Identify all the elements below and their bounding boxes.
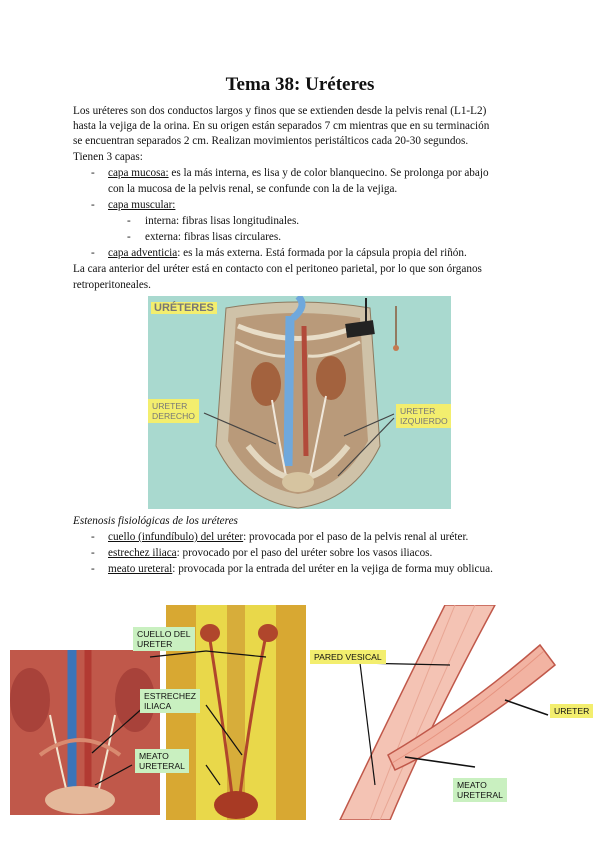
- relation-line-1: La cara anterior del uréter está en cont…: [73, 263, 482, 275]
- layer-mucosa-cont: con la mucosa de la pelvis renal, se con…: [108, 183, 398, 195]
- figure1-title: URÉTERES: [151, 302, 217, 314]
- abdomen-illustration: [203, 296, 399, 509]
- layer-adventicia-text: : es la más externa. Está formada por la…: [177, 247, 467, 259]
- label-cuello: CUELLO DEL URETER: [133, 627, 195, 651]
- layer-mucosa-term: capa mucosa:: [108, 167, 169, 179]
- bullet-dash: -: [127, 215, 131, 227]
- intro-line-4: Tienen 3 capas:: [73, 151, 143, 163]
- layer-mucosa: capa mucosa: es la más interna, es lisa …: [108, 166, 489, 182]
- stenosis-figure: CUELLO DEL URETER ESTRECHEZ ILIACA MEATO…: [0, 605, 320, 820]
- label-estrechez: ESTRECHEZ ILIACA: [140, 689, 201, 713]
- bullet-dash: -: [91, 547, 95, 559]
- left-kidney: [316, 356, 346, 400]
- label-right-ureter: URETER DERECHO: [148, 399, 199, 423]
- relation-line-2: retroperitoneales.: [73, 279, 151, 291]
- label-left-ureter: URETER IZQUIERDO: [396, 404, 451, 428]
- label-pared-vesical: PARED VESICAL: [310, 650, 386, 664]
- stenosis-text: : provocado por el paso del uréter sobre…: [176, 547, 433, 559]
- layer-muscular-term: capa muscular:: [108, 199, 176, 211]
- stenosis-item-3: meato ureteral: provocada por la entrada…: [108, 562, 493, 578]
- label-meato-ureteral: MEATO URETERAL: [453, 778, 507, 802]
- stenosis-term: meato ureteral: [108, 563, 173, 575]
- bullet-dash: -: [91, 167, 95, 179]
- stenosis-text: : provocada por la entrada del uréter en…: [172, 563, 493, 575]
- stenosis-heading: Estenosis fisiológicas de los uréteres: [73, 515, 238, 527]
- stenosis-term: cuello (infundíbulo) del uréter: [108, 531, 244, 543]
- stenosis-term: estrechez iliaca: [108, 547, 177, 559]
- stenosis-item-1: cuello (infundíbulo) del uréter: provoca…: [108, 530, 468, 546]
- meato-figure: PARED VESICAL URETER MEATO URETERAL: [300, 605, 600, 820]
- ureteres-figure: URÉTERES URETER DERECHO URETER IZQUIERDO: [148, 296, 451, 509]
- bullet-dash: -: [91, 563, 95, 575]
- muscular-sub-2: externa: fibras lisas circulares.: [145, 231, 282, 243]
- label-meato: MEATO URETERAL: [135, 749, 189, 773]
- bullet-dash: -: [91, 247, 95, 259]
- layer-mucosa-text: es la más interna, es lisa y de color bl…: [168, 167, 489, 179]
- label-ureter: URETER: [550, 704, 594, 718]
- layer-adventicia-term: capa adventicia: [108, 247, 178, 259]
- bullet-dash: -: [127, 231, 131, 243]
- intro-line-1: Los uréteres son dos conductos largos y …: [73, 105, 487, 117]
- bladder-wall-illustration: [339, 605, 557, 820]
- muscular-sub-1: interna: fibras lisas longitudinales.: [145, 215, 300, 227]
- stenosis-text: : provocada por el paso de la pelvis ren…: [243, 531, 469, 543]
- intro-line-3: se encuentran separados 2 cm. Realizan m…: [73, 135, 469, 147]
- right-kidney: [251, 362, 281, 406]
- intro-line-2: hasta la vejiga de la orina. En su orige…: [73, 120, 490, 132]
- bullet-dash: -: [91, 531, 95, 543]
- layer-adventicia: capa adventicia: es la más externa. Está…: [108, 246, 467, 262]
- stenosis-item-2: estrechez iliaca: provocado por el paso …: [108, 546, 432, 562]
- page-title: Tema 38: Uréteres: [225, 74, 375, 95]
- bullet-dash: -: [91, 199, 95, 211]
